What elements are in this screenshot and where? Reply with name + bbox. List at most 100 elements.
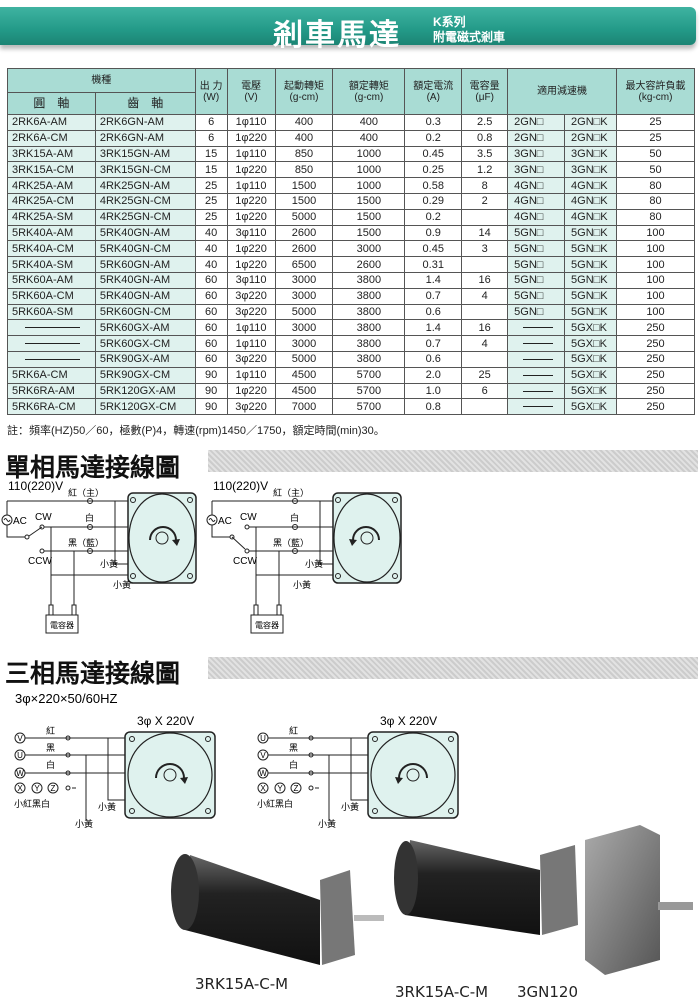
table-cell (7, 350, 96, 368)
table-cell: 3800 (332, 271, 406, 289)
table-cell: 5GN□K (564, 256, 617, 273)
table-cell: 5RK40GN-AM (94, 287, 196, 305)
table-cell: 5RK120GX-AM (94, 382, 196, 400)
table-cell (507, 350, 566, 368)
cw-arrow-icon (149, 526, 177, 541)
ac-label: AC (218, 516, 232, 527)
table-cell: 2RK6A-CM (7, 129, 96, 147)
ccw-arrow-icon (398, 763, 428, 779)
photo-label: 3GN120 (517, 983, 579, 1001)
table-cell (507, 366, 566, 384)
wire-label: 紅（主） (273, 487, 309, 498)
table-cell: 2600 (274, 240, 334, 258)
col-header: 出 力 (W) (194, 68, 228, 115)
wire-label: 小黃 (293, 579, 311, 590)
svg-text:小黃: 小黃 (318, 818, 336, 829)
table-cell: 4RK25GN-CM (94, 192, 196, 210)
table-cell: 5700 (332, 398, 406, 416)
capacitor-label: 電容器 (255, 620, 279, 630)
table-cell: 60 (194, 303, 228, 321)
wire-label: 黑（藍） (273, 537, 309, 548)
svg-text:U: U (17, 751, 23, 760)
svg-text:Y: Y (277, 784, 283, 793)
col-header: 額定電流 (A) (404, 68, 463, 115)
three-phase-spec: 3φ×220×50/60HZ (15, 691, 117, 706)
ac-label: AC (13, 516, 27, 527)
table-cell: 5RK90GX-CM (94, 366, 196, 384)
table-cell: 0.31 (404, 256, 463, 273)
title-banner: 剎車馬達 K系列 附電磁式剎車 (0, 7, 696, 53)
svg-text:小黃: 小黃 (98, 801, 116, 812)
series-label: K系列 (433, 15, 466, 29)
table-cell: 25 (615, 129, 696, 147)
table-cell: 5GX□K (564, 350, 617, 368)
svg-text:黑: 黑 (46, 743, 55, 753)
table-cell: 3φ110 (226, 271, 276, 289)
table-cell: 60 (194, 319, 228, 337)
table-cell: 5GN□K (564, 240, 617, 258)
table-cell: 25 (194, 177, 228, 194)
table-cell: 5RK40GN-CM (94, 240, 196, 258)
voltage-label: 110(220)V (213, 479, 268, 493)
model-header: 機種 (7, 68, 196, 93)
table-cell: 250 (615, 398, 696, 416)
svg-text:小黃: 小黃 (341, 801, 359, 812)
table-cell: 1φ220 (226, 382, 276, 400)
ccw-label: CCW (233, 556, 257, 567)
section-bar (208, 657, 698, 679)
table-cell: 5RK40A-SM (7, 256, 96, 273)
table-cell: 1000 (332, 177, 406, 194)
table-cell: 14 (461, 224, 509, 242)
table-cell: 1φ110 (226, 145, 276, 163)
table-cell: 1φ110 (226, 114, 276, 131)
wire-label: 小黃 (100, 558, 118, 569)
table-cell: 3RK15GN-AM (94, 145, 196, 163)
cw-arrow-icon (155, 763, 185, 779)
table-cell: 1φ220 (226, 208, 276, 226)
table-cell: 0.2 (404, 129, 463, 147)
motor-photo-2 (394, 840, 578, 935)
table-cell: 2RK6GN-AM (94, 129, 196, 147)
table-cell: 6500 (274, 256, 334, 273)
col-header: 適用減速機 (507, 68, 617, 115)
page-title: 剎車馬達 (273, 18, 401, 53)
table-cell: 0.58 (404, 177, 463, 194)
table-cell: 5GN□ (507, 287, 566, 305)
table-cell: 5GN□K (564, 287, 617, 305)
table-cell: 40 (194, 256, 228, 273)
table-cell: 5RK60GX-AM (94, 319, 196, 337)
wire-label: 小黃 (305, 558, 323, 569)
wire-label: 白 (290, 512, 299, 523)
ccw-arrow-icon (352, 526, 380, 541)
table-cell: 5GN□K (564, 303, 617, 321)
svg-text:小紅黑白: 小紅黑白 (257, 798, 293, 809)
ccw-label: CCW (28, 556, 52, 567)
table-cell: 2600 (274, 224, 334, 242)
table-cell: 3000 (274, 287, 334, 305)
table-cell: 5RK60GN-CM (94, 303, 196, 321)
table-cell: 0.45 (404, 240, 463, 258)
table-cell: 5GX□K (564, 398, 617, 416)
table-cell: 90 (194, 398, 228, 416)
svg-text:X: X (260, 784, 266, 793)
svg-text:小紅黑白: 小紅黑白 (14, 798, 50, 809)
table-cell: 3φ220 (226, 398, 276, 416)
motor-photo-1 (171, 854, 384, 965)
table-cell: 2GN□ (507, 114, 566, 131)
svg-text:白: 白 (46, 759, 55, 770)
table-cell: 5GN□ (507, 271, 566, 289)
svg-text:Y: Y (34, 784, 40, 793)
round-shaft-header: 圓 軸 (7, 92, 96, 115)
gear-shaft-header: 齒 軸 (94, 92, 196, 115)
svg-text:Z: Z (294, 784, 299, 793)
table-cell: 40 (194, 240, 228, 258)
wire-label: 黑（藍） (68, 537, 104, 548)
section-bar (208, 450, 698, 472)
